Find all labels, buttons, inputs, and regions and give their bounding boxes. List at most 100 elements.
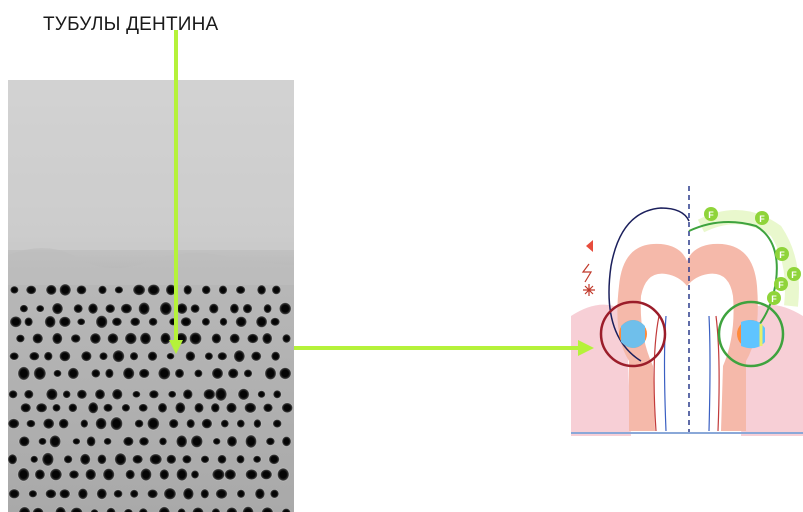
tubule-hole — [217, 455, 226, 464]
tubule-hole — [96, 315, 108, 328]
tubule-hole — [44, 352, 53, 361]
tubule-hole — [262, 333, 272, 345]
tubule-hole — [112, 389, 123, 400]
tubule-hole — [176, 468, 188, 481]
tubule-hole — [149, 454, 162, 465]
tubule-hole — [19, 436, 30, 447]
tubule-hole — [59, 489, 70, 499]
tubule-hole — [10, 286, 19, 294]
tubule-hole — [201, 418, 212, 428]
tubule-hole — [8, 454, 17, 465]
tubule-hole — [202, 318, 211, 326]
tubule-hole — [166, 454, 176, 464]
tubule-hole — [244, 369, 253, 377]
tubule-hole — [50, 468, 63, 481]
tubule-hole — [81, 351, 92, 362]
tubule-hole — [8, 419, 20, 429]
tubule-hole — [253, 419, 261, 428]
tubule-hole — [215, 489, 227, 500]
tubule-hole — [80, 453, 91, 465]
tubule-hole — [211, 333, 221, 344]
tubule-hole — [139, 437, 149, 446]
tubule-hole — [175, 369, 185, 379]
tubule-hole — [95, 417, 107, 429]
tubule-hole — [80, 419, 88, 428]
tubule-hole — [159, 437, 167, 445]
tubule-hole — [183, 285, 192, 295]
tubule-hole — [9, 390, 18, 399]
tubule-hole — [205, 352, 214, 360]
tubule-hole — [160, 332, 171, 344]
tubule-hole — [234, 350, 246, 363]
tubule-hole — [226, 402, 237, 413]
tubule-hole — [149, 390, 159, 399]
tubule-hole — [256, 316, 268, 328]
tubule-hole — [10, 316, 22, 328]
tubule-hole — [113, 490, 122, 498]
tubule-hole — [220, 318, 228, 327]
svg-text:F: F — [779, 250, 785, 260]
tubule-hole — [91, 369, 100, 378]
svg-text:F: F — [708, 210, 714, 220]
tubule-hole — [186, 419, 195, 429]
tubule-hole — [279, 367, 291, 379]
tubule-hole — [122, 404, 131, 412]
tubule-hole — [270, 489, 279, 498]
tubule-hole — [180, 317, 191, 327]
tubule-hole — [164, 488, 177, 500]
tubule-hole — [166, 284, 177, 295]
svg-text:F: F — [778, 280, 784, 290]
tubule-hole — [9, 352, 19, 360]
tubule-hole — [149, 318, 158, 327]
tubule-hole — [88, 402, 99, 414]
tubule-hole — [86, 436, 95, 447]
tubule-hole — [169, 419, 179, 429]
tubule-hole — [282, 334, 291, 343]
tubule-hole — [36, 403, 48, 413]
tubule-hole — [169, 318, 178, 326]
tubule-hole — [202, 285, 211, 294]
tubule-hole — [114, 453, 126, 466]
tubule-hole — [263, 304, 271, 314]
tubule-hole — [238, 388, 250, 400]
tubule-hole — [183, 488, 194, 501]
tubule-hole — [270, 318, 280, 327]
tubule-hole — [72, 438, 80, 445]
tubule-hole — [26, 420, 35, 428]
tubule-hole — [77, 389, 87, 399]
tubule-hole — [36, 305, 44, 312]
tubule-hole — [255, 488, 265, 499]
tubule-hole — [16, 334, 25, 342]
tubule-hole — [138, 404, 148, 412]
tubule-hole — [52, 404, 61, 412]
svg-text:F: F — [791, 270, 797, 280]
tubule-hole — [217, 352, 227, 361]
tubule-hole — [260, 469, 272, 480]
tubule-hole — [138, 302, 150, 315]
tubule-hole — [243, 304, 253, 314]
tubule-hole — [132, 391, 140, 398]
tubule-hole — [273, 419, 282, 428]
tubule-hole — [135, 419, 144, 428]
tubule-hole — [115, 286, 124, 294]
tubule-hole — [235, 316, 247, 327]
tubule-hole — [203, 389, 215, 400]
tubule-hole — [175, 402, 186, 414]
tubule-hole — [176, 303, 187, 314]
tubule-hole — [24, 317, 33, 326]
tubule-hole — [110, 417, 123, 431]
tubule-hole — [245, 469, 258, 480]
tubule-hole — [219, 285, 228, 294]
tubule-hole — [32, 333, 43, 344]
tubule-hole — [90, 333, 101, 344]
tubule-hole — [133, 284, 146, 295]
tubule-hole — [59, 316, 71, 327]
tubule-hole — [42, 452, 54, 466]
tubule-hole — [251, 351, 262, 361]
tubule-hole — [237, 419, 245, 428]
tubule-hole — [43, 418, 55, 429]
tubule-hole — [59, 418, 69, 428]
tubule-hole — [71, 334, 81, 343]
tubule-hole — [112, 317, 122, 326]
tubule-hole — [26, 285, 37, 294]
